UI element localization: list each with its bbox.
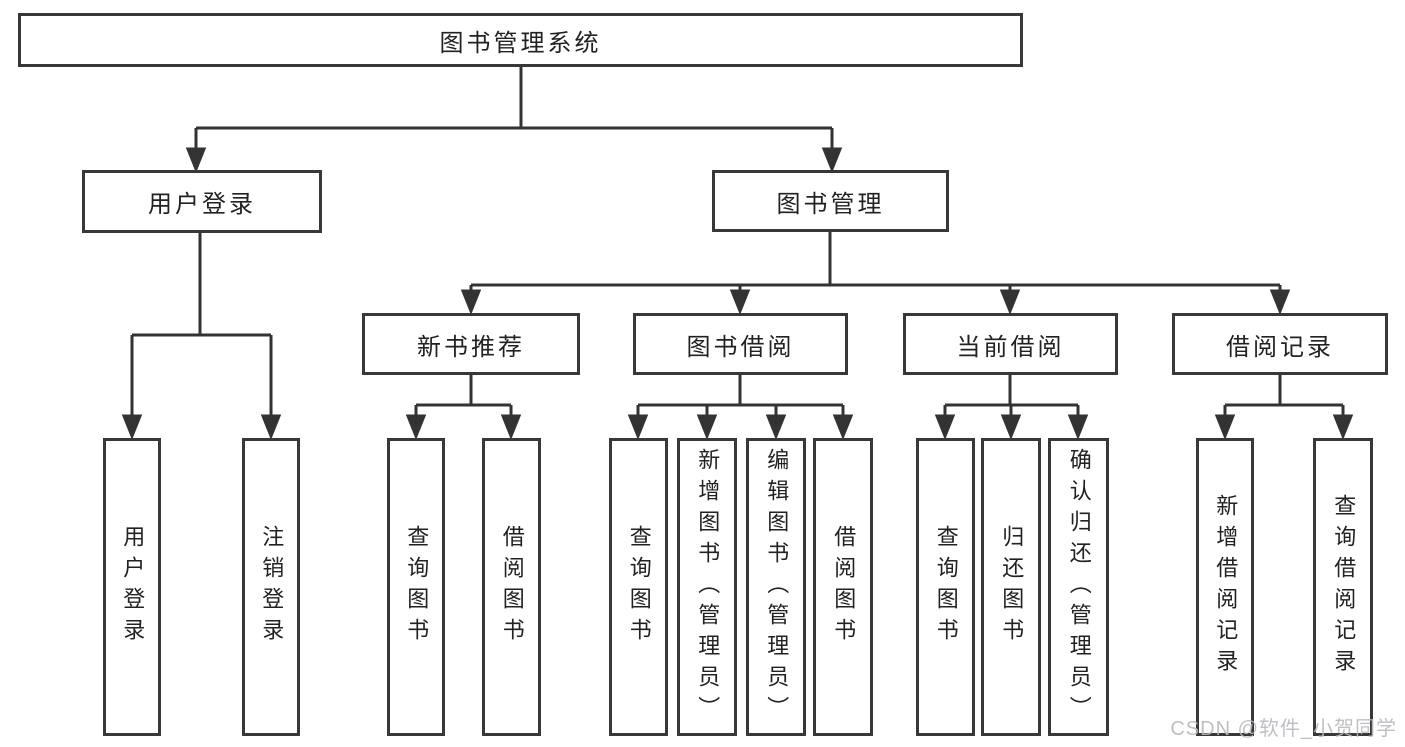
node-borrow-records: 借阅记录 (1172, 313, 1388, 375)
connector-mgmt-to-sections (460, 232, 1291, 316)
connector-current-to-leaves (934, 375, 1089, 441)
arrowhead-icon (832, 414, 854, 441)
arrowhead-icon (460, 289, 482, 316)
leaf-newbook-query-book: 查询图书 (387, 438, 445, 736)
leaf-label: 确认归还（管理员） (1066, 447, 1092, 727)
leaf-borrow-borrow-book: 借阅图书 (813, 438, 873, 736)
leaf-label: 查询借阅记录 (1331, 494, 1357, 680)
arrowhead-icon (121, 414, 143, 441)
arrowhead-icon (934, 414, 956, 441)
leaf-label: 新增图书（管理员） (695, 447, 721, 727)
connector-root-to-level1 (185, 67, 843, 174)
connector-newbook-to-leaves (405, 375, 522, 441)
node-book-borrowing: 图书借阅 (633, 313, 848, 375)
leaf-borrow-edit-book-admin: 编辑图书（管理员） (746, 438, 806, 736)
connector-login-to-leaves (121, 233, 282, 441)
leaf-label: 归还图书 (999, 525, 1025, 649)
node-label: 图书借阅 (686, 333, 795, 361)
leaf-label: 新增借阅记录 (1213, 494, 1239, 680)
leaf-label: 借阅图书 (831, 525, 857, 649)
node-new-book-recommend: 新书推荐 (362, 313, 580, 375)
leaf-current-return-book: 归还图书 (981, 438, 1041, 736)
arrowhead-icon (1269, 289, 1291, 316)
connector-borrow-to-leaves (627, 375, 854, 441)
leaf-borrow-add-book-admin: 新增图书（管理员） (677, 438, 737, 736)
arrowhead-icon (1067, 414, 1089, 441)
leaf-label: 借阅图书 (499, 525, 525, 649)
leaf-label: 查询图书 (933, 525, 959, 649)
node-label: 新书推荐 (417, 333, 525, 361)
leaf-borrow-query-book: 查询图书 (609, 438, 668, 736)
leaf-label: 查询图书 (626, 525, 652, 649)
node-label: 当前借阅 (956, 333, 1065, 361)
arrowhead-icon (1000, 414, 1022, 441)
node-library-system: 图书管理系统 (18, 13, 1023, 67)
node-label: 用户登录 (148, 191, 256, 218)
node-book-management: 图书管理 (712, 170, 949, 232)
arrowhead-icon (999, 289, 1021, 316)
node-current-borrowing: 当前借阅 (903, 313, 1118, 375)
arrowhead-icon (696, 414, 718, 441)
arrowhead-icon (765, 414, 787, 441)
arrowhead-icon (627, 414, 649, 441)
leaf-current-query-book: 查询图书 (916, 438, 975, 736)
leaf-records-add-record: 新增借阅记录 (1196, 438, 1254, 736)
arrowhead-icon (185, 147, 207, 174)
leaf-newbook-borrow-book: 借阅图书 (482, 438, 541, 736)
arrowhead-icon (260, 414, 282, 441)
leaf-label: 注销登录 (259, 525, 285, 649)
leaf-label: 用户登录 (120, 525, 146, 649)
leaf-user-login: 用户登录 (103, 438, 161, 736)
csdn-watermark: CSDN @软件_小贺同学 (1170, 718, 1397, 740)
arrowhead-icon (405, 414, 427, 441)
node-label: 图书管理系统 (439, 29, 602, 57)
node-user-login: 用户登录 (82, 170, 322, 233)
arrowhead-icon (821, 147, 843, 174)
leaf-label: 编辑图书（管理员） (764, 447, 790, 727)
arrowhead-icon (500, 414, 522, 441)
node-label: 借阅记录 (1226, 333, 1334, 361)
node-label: 图书管理 (776, 190, 885, 218)
leaf-records-query-record: 查询借阅记录 (1313, 438, 1373, 736)
leaf-logout: 注销登录 (242, 438, 300, 736)
leaf-label: 查询图书 (404, 525, 430, 649)
leaf-current-confirm-return-admin: 确认归还（管理员） (1048, 438, 1109, 736)
arrowhead-icon (1332, 414, 1354, 441)
arrowhead-icon (1214, 414, 1236, 441)
connector-records-to-leaves (1214, 375, 1354, 441)
arrowhead-icon (729, 289, 751, 316)
